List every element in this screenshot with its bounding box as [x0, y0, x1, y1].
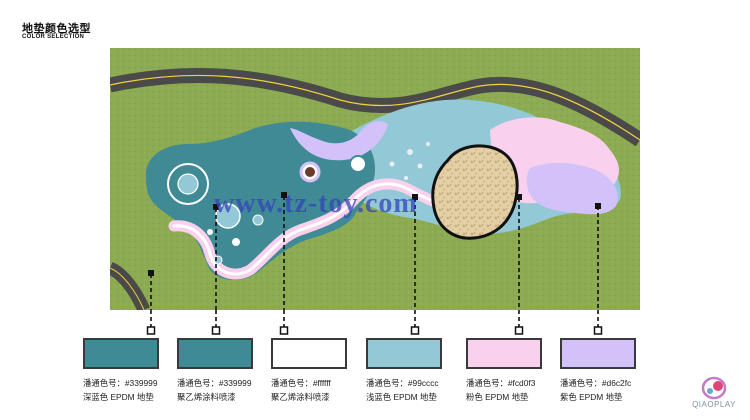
swatch-caption: 潘通色号：#d6c2fc 紫色 EPDM 地垫: [560, 376, 631, 404]
play-ring-large: [167, 163, 209, 205]
swatch-code-label: 潘通色号：#ffffff: [271, 378, 331, 388]
play-dot-a: [207, 229, 213, 235]
swatch-code-label: 潘通色号：#339999: [177, 378, 252, 388]
feature-disc-right: [349, 155, 367, 173]
page-subtitle: COLOR SELECTION: [22, 34, 85, 40]
purple-zone: [526, 162, 618, 215]
swatch-material: 粉色 EPDM 地垫: [466, 392, 529, 402]
play-dot-b: [232, 238, 240, 246]
watermark: www.tz-toy.com: [214, 188, 418, 219]
swatch-light-blue-epdm: [366, 338, 442, 369]
swatch-code-label: 潘通色号：#339999: [83, 378, 158, 388]
page-title: 地垫颜色选型: [22, 23, 91, 35]
connector-start-markers: [148, 192, 601, 276]
connector-lines: [150, 196, 599, 310]
swatch-caption: 潘通色号：#99cccc 浅蓝色 EPDM 地垫: [366, 376, 439, 404]
feature-disc-core: [305, 167, 315, 177]
swatch-material: 紫色 EPDM 地垫: [560, 392, 623, 402]
swatch-dark-blue-paint: [177, 338, 253, 369]
road-top-centerline: [110, 74, 640, 141]
swatch-code-label: 潘通色号：#fcd0f3: [466, 378, 536, 388]
swatch-material: 深蓝色 EPDM 地垫: [83, 392, 154, 402]
swatch-code-label: 潘通色号：#99cccc: [366, 378, 439, 388]
swatch-caption: 潘通色号：#339999 深蓝色 EPDM 地垫: [83, 376, 157, 404]
white-painted-path: [172, 182, 474, 276]
swatch-caption: 潘通色号：#fcd0f3 粉色 EPDM 地垫: [466, 376, 535, 404]
swatch-dark-blue-epdm: [83, 338, 159, 369]
brand-logo-text: QIAOPLAY: [692, 400, 736, 409]
play-dot-c: [252, 214, 264, 226]
road-bottom-left-centerline: [110, 267, 145, 310]
swatch-material: 浅蓝色 EPDM 地垫: [366, 392, 437, 402]
sand-pit: [431, 144, 519, 240]
brand-logo-icon: [701, 376, 727, 400]
swatch-pink-epdm: [466, 338, 542, 369]
swatch-white-paint: [271, 338, 347, 369]
bubble-cluster: [389, 142, 430, 180]
play-ring-small: [177, 173, 199, 195]
purple-crescent: [290, 121, 388, 161]
site-plan: [110, 48, 640, 310]
swatch-caption: 潘通色号：#339999 聚乙烯涂料喷漆: [177, 376, 251, 404]
swatch-code-label: 潘通色号：#d6c2fc: [560, 378, 632, 388]
swatch-material: 聚乙烯涂料喷漆: [177, 392, 236, 402]
swatch-purple-epdm: [560, 338, 636, 369]
swatch-caption: 潘通色号：#ffffff 聚乙烯涂料喷漆: [271, 376, 331, 404]
swatch-material: 聚乙烯涂料喷漆: [271, 392, 330, 402]
